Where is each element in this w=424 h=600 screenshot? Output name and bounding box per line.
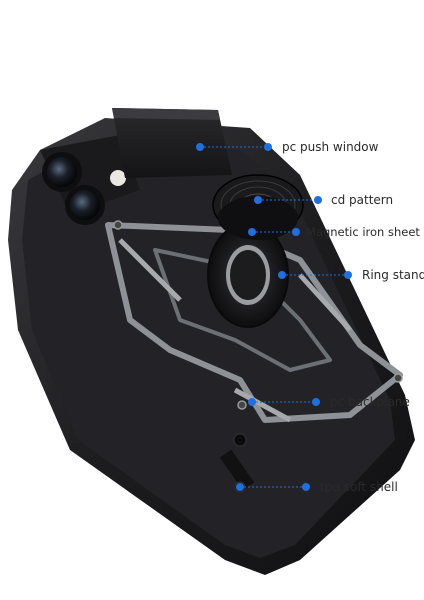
cd-pattern-disc xyxy=(212,174,304,240)
callout-magnetic-iron-sheet: Magnetic iron sheet xyxy=(306,225,420,239)
leader-lines xyxy=(200,146,348,488)
camera-module xyxy=(40,135,140,225)
leader-dots xyxy=(196,143,352,491)
armor-screws xyxy=(113,220,403,410)
callout-pc-backplane: pc backplane xyxy=(330,395,410,409)
callout-tpu-soft-shell: tpu soft shell xyxy=(320,480,398,494)
ring-stand xyxy=(207,222,289,328)
callout-cd-pattern: cd pattern xyxy=(331,193,394,207)
callout-pc-push-window: pc push window xyxy=(282,140,379,154)
push-window-slider xyxy=(112,108,232,178)
callout-ring-stand: Ring stand xyxy=(362,268,424,282)
